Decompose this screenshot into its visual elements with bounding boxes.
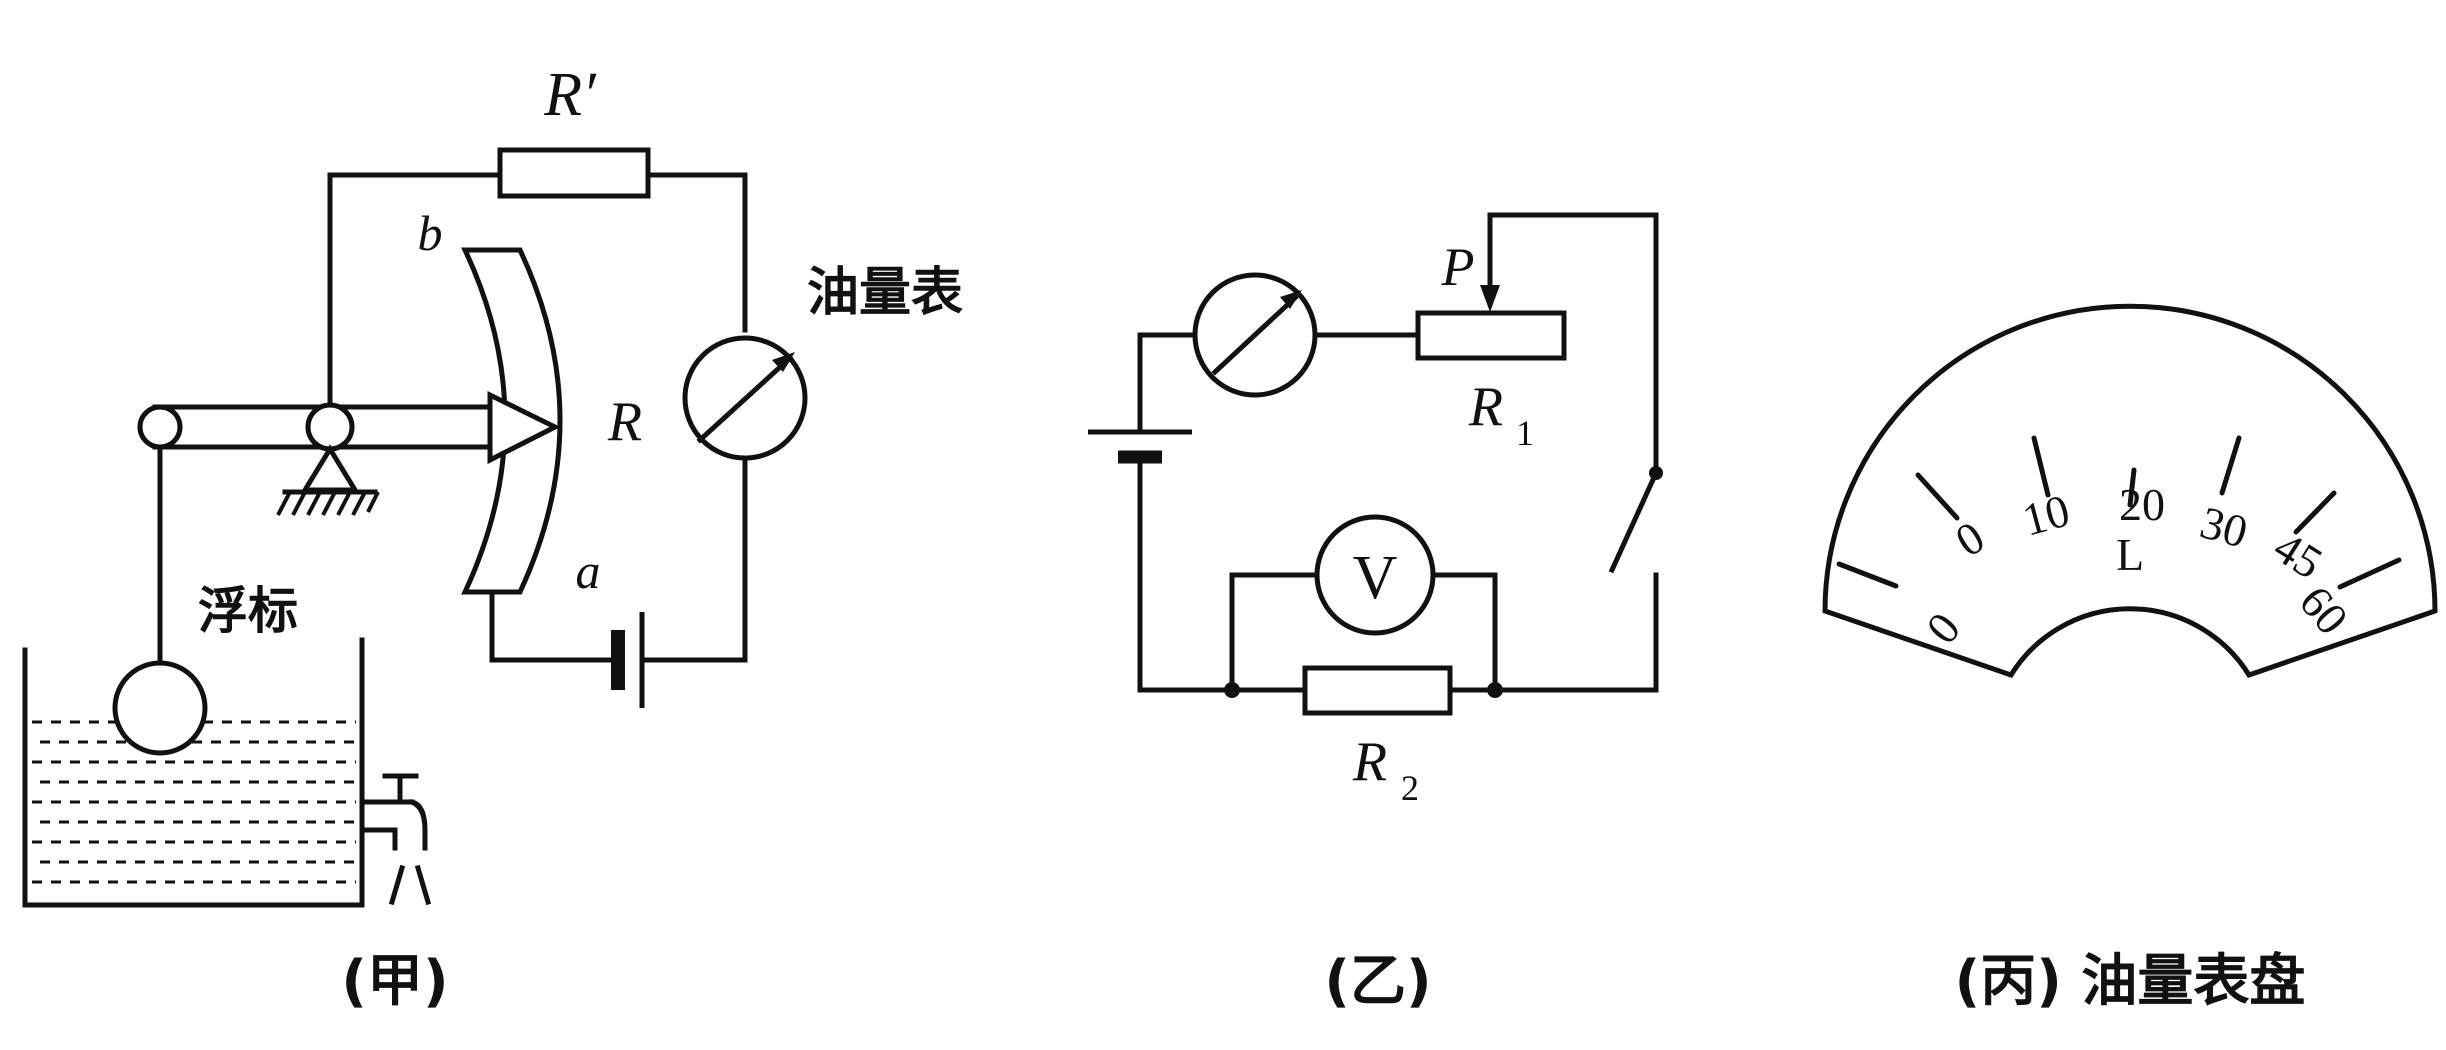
wire-v-left	[1229, 572, 1318, 693]
label-v: V	[1353, 544, 1398, 612]
wire-right-down	[642, 455, 748, 663]
voltmeter	[1314, 514, 1436, 636]
label-oil-meter: 油量表	[807, 263, 963, 323]
dial-tick-label-3: 20	[2119, 479, 2165, 530]
dial-tick-label-5: 45	[2265, 521, 2331, 589]
caption-bing: (丙) 油量表盘	[1955, 949, 2306, 1014]
wire-top-right	[645, 172, 748, 333]
label-r1: R	[1468, 376, 1503, 438]
resistor-r-prime	[497, 147, 651, 199]
caption-jia: (甲)	[341, 949, 448, 1014]
tap	[359, 773, 432, 906]
drip-right	[414, 864, 432, 906]
wire-slider-p	[1487, 212, 1659, 473]
oil-meter-needle-tip	[772, 352, 795, 372]
figure-bing: 0 0 10 20 30 45 60 L (丙) 油量表盘	[1822, 303, 2438, 1014]
figure-jia: R′ 油量表 b R a 浮标	[22, 61, 963, 1014]
wire-battery-to-a	[489, 589, 615, 663]
label-p: P	[1441, 237, 1475, 297]
lever-end-joint	[137, 404, 183, 450]
wire-battery-down	[1137, 461, 1235, 693]
label-float: 浮标	[198, 582, 298, 640]
dial-tick-label-2: 10	[2017, 484, 2075, 545]
slider-p-arrow	[1480, 285, 1500, 312]
pivot-support	[300, 444, 360, 493]
rheostat-r1	[1415, 310, 1567, 361]
dial-unit-label: L	[2116, 529, 2144, 580]
caption-yi: (乙)	[1324, 949, 1431, 1014]
resistor-r2	[1302, 665, 1453, 716]
lever-pivot	[305, 402, 355, 452]
oil-liquid	[32, 720, 356, 884]
label-a: a	[576, 543, 601, 599]
slider-contact	[487, 390, 561, 465]
label-r: R	[607, 391, 642, 453]
wire-switch-down	[1492, 572, 1659, 693]
tank-walls	[22, 637, 365, 908]
dial-face	[1822, 303, 2438, 679]
dial-tick-label-6: 60	[2290, 576, 2359, 644]
label-r-prime: R′	[543, 61, 597, 129]
dial-tick-label-4: 30	[2195, 496, 2253, 557]
wire-v-right	[1432, 572, 1498, 693]
meter-yi-needle-tip	[1280, 290, 1302, 309]
figure-yi: P R 1 V R 2 (乙)	[1088, 212, 1663, 1014]
label-r2: R	[1352, 731, 1387, 793]
ground-hatch	[276, 491, 380, 516]
oil-tank	[22, 637, 365, 908]
dial-tick-label-1: 0	[1947, 511, 1994, 566]
float-ball	[112, 660, 208, 756]
wire-battery-to-meter	[1137, 332, 1198, 433]
meter-yi-needle	[1211, 291, 1302, 376]
tap-spout-outer	[409, 799, 428, 851]
label-r1-sub: 1	[1516, 413, 1534, 453]
dial-ticks	[1836, 435, 2402, 590]
switch-blade	[1608, 469, 1660, 574]
label-b: b	[418, 205, 443, 261]
label-r2-sub: 2	[1401, 768, 1419, 808]
oil-meter-needle	[696, 354, 794, 444]
drip-left	[388, 864, 406, 906]
